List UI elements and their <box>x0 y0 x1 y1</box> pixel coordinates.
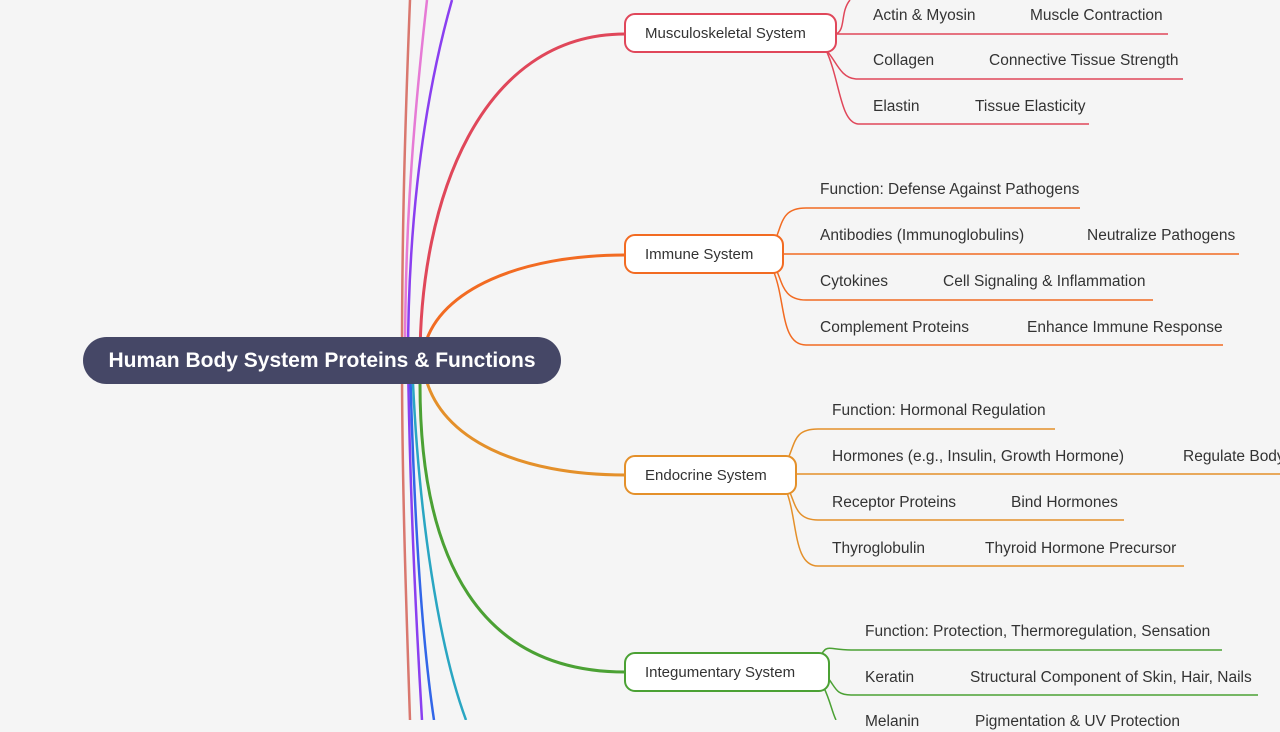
leaf-function[interactable]: Pigmentation & UV Protection <box>975 713 1181 730</box>
edge-line-offscreen-3 <box>406 0 454 361</box>
leaf-protein[interactable]: Actin & Myosin <box>873 7 976 24</box>
leaf-protein[interactable]: Keratin <box>865 669 915 686</box>
leaf-function[interactable]: Tissue Elasticity <box>975 98 1086 115</box>
edge-musc-collagen <box>825 49 1183 80</box>
leaf-function[interactable]: Neutralize Pathogens <box>1087 227 1236 244</box>
root-node[interactable]: Human Body System Proteins & Functions <box>83 337 561 384</box>
leaf-protein[interactable]: Elastin <box>873 98 920 115</box>
leaf-protein[interactable]: Complement Proteins <box>820 319 970 336</box>
leaf-function[interactable]: Regulate Body <box>1183 448 1280 465</box>
branch-label: Immune System <box>645 245 754 263</box>
edge-integ-function <box>817 647 1222 661</box>
leaf-function[interactable]: Bind Hormones <box>1011 494 1118 511</box>
branch-label: Endocrine System <box>645 466 767 484</box>
branch-immune[interactable]: Immune System <box>624 234 784 274</box>
leaf-protein[interactable]: Melanin <box>865 713 920 730</box>
edge-line-offscreen-4 <box>406 359 424 720</box>
leaf-protein[interactable]: Cytokines <box>820 273 889 290</box>
leaf-protein[interactable]: Hormones (e.g., Insulin, Growth Hormone) <box>832 448 1125 465</box>
leaf-protein[interactable]: Antibodies (Immunoglobulins) <box>820 227 1025 244</box>
edge-line-offscreen-6 <box>410 359 468 720</box>
branch-label: Integumentary System <box>645 663 796 681</box>
edge-endo-thyroglobulin <box>785 489 1184 567</box>
branch-endocrine[interactable]: Endocrine System <box>624 455 797 495</box>
leaf-function[interactable]: Muscle Contraction <box>1030 7 1163 24</box>
leaf-function[interactable]: Connective Tissue Strength <box>989 52 1179 69</box>
edge-line-offscreen-5 <box>408 359 436 720</box>
edge-root-endocrine <box>423 374 626 477</box>
edge-immune-complement <box>772 269 1223 346</box>
edge-root-integumentary <box>418 383 626 674</box>
leaf-protein[interactable]: Collagen <box>873 52 935 69</box>
leaf-function-summary[interactable]: Function: Hormonal Regulation <box>832 402 1046 419</box>
edge-musc-elastin <box>825 49 1089 125</box>
branch-label: Musculoskeletal System <box>645 24 806 42</box>
edge-root-musculoskeletal <box>418 32 626 361</box>
leaf-function[interactable]: Enhance Immune Response <box>1027 319 1223 336</box>
leaf-function-summary[interactable]: Function: Protection, Thermoregulation, … <box>865 623 1211 640</box>
leaf-function[interactable]: Cell Signaling & Inflammation <box>943 273 1146 290</box>
edge-root-immune <box>423 253 626 346</box>
edge-integ-keratin <box>827 677 1258 696</box>
edge-line-offscreen-2 <box>403 0 429 361</box>
leaf-function[interactable]: Structural Component of Skin, Hair, Nail… <box>970 669 1252 686</box>
branch-musculoskeletal[interactable]: Musculoskeletal System <box>624 13 837 53</box>
leaf-function[interactable]: Thyroid Hormone Precursor <box>985 540 1177 557</box>
leaf-protein[interactable]: Receptor Proteins <box>832 494 957 511</box>
leaf-protein[interactable]: Thyroglobulin <box>832 540 926 557</box>
edge-musc-actin <box>835 0 851 35</box>
root-label: Human Body System Proteins & Functions <box>108 348 536 372</box>
leaf-function-summary[interactable]: Function: Defense Against Pathogens <box>820 181 1080 198</box>
edge-integ-melanin <box>823 687 837 720</box>
branch-integumentary[interactable]: Integumentary System <box>624 652 830 692</box>
